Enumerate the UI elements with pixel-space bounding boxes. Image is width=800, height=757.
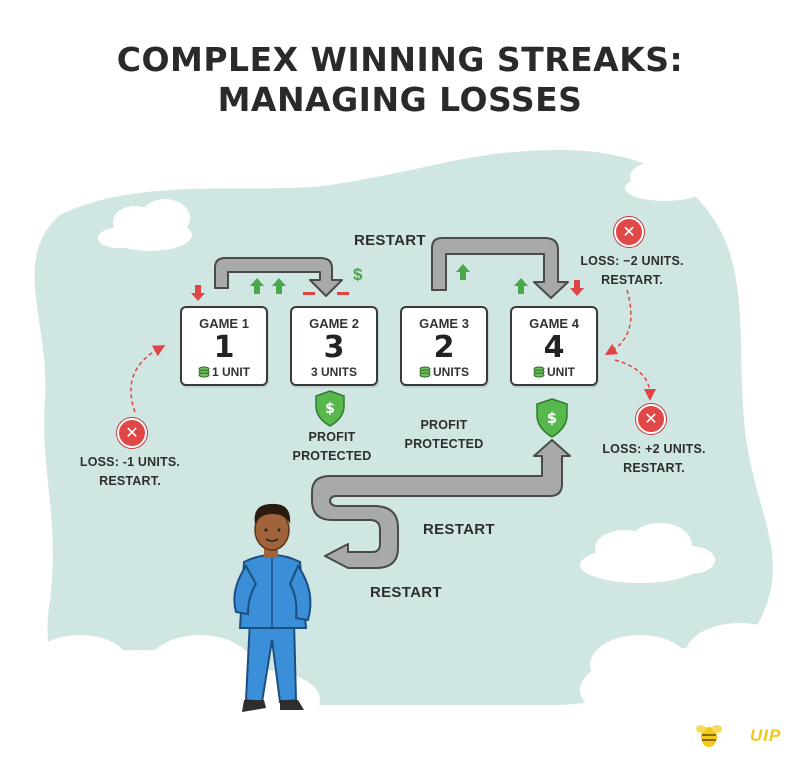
profit-protected-label-2: PROFIT PROTECTED — [404, 418, 484, 451]
bee-logo-icon — [696, 725, 722, 747]
x-circle-icon: ✕ — [636, 404, 666, 434]
restart-arrow-top-left — [214, 257, 343, 297]
cloud-icon — [0, 623, 800, 757]
game-unit: UNITS — [402, 365, 486, 379]
arrow-up-icon — [250, 264, 528, 294]
dollar-sign-icon: $ — [353, 265, 363, 284]
loss-label-top-right: LOSS: −2 UNITS. RESTART. — [580, 254, 684, 287]
game-name: GAME 3 — [419, 316, 469, 331]
x-circle-icon: ✕ — [117, 418, 147, 448]
game-name: GAME 4 — [529, 316, 579, 331]
cloud-icon — [625, 156, 705, 201]
loss-connector-left — [130, 345, 166, 413]
x-circle-icon: ✕ — [614, 217, 644, 247]
game-card-1: GAME 1 1 1 UNIT — [180, 306, 268, 386]
loss-label-left: LOSS: -1 UNITS. RESTART. — [79, 455, 181, 488]
restart-arrow-top-right — [431, 237, 569, 299]
restart-arrow-snake — [311, 439, 571, 569]
game-card-2: GAME 2 3 3 UNITS — [290, 306, 378, 386]
restart-label-top: RESTART — [354, 232, 426, 249]
restart-label-middle: RESTART — [423, 521, 495, 538]
cloud-icon — [580, 523, 715, 583]
game-number: 1 — [213, 330, 235, 365]
arrow-down-icon — [191, 280, 584, 301]
game-name: GAME 1 — [199, 316, 249, 331]
game-number: 2 — [433, 330, 455, 365]
coin-stack-icon — [419, 366, 431, 378]
game-unit-label: UNIT — [547, 365, 575, 379]
game-card-3: GAME 3 2 UNITS — [400, 306, 488, 386]
svg-text:$: $ — [547, 409, 557, 427]
restart-label-bottom: RESTART — [370, 584, 442, 601]
cloud-icon — [98, 199, 192, 251]
loss-label-right: LOSS: +2 UNITS. RESTART. — [602, 442, 706, 475]
game-unit: 1 UNIT — [182, 365, 266, 379]
page-subtitle: MANAGING LOSSES — [217, 80, 583, 119]
coin-stack-icon — [198, 366, 210, 378]
game-unit-label: UNITS — [433, 365, 469, 379]
game-number: 4 — [543, 330, 565, 365]
loss-connector-top-right — [604, 289, 632, 355]
game-name: GAME 2 — [309, 316, 359, 331]
person-illustration — [233, 503, 312, 712]
profit-protected-label-1: PROFIT PROTECTED — [292, 430, 372, 463]
shield-dollar-icon: $ — [315, 390, 345, 427]
game-card-4: GAME 4 4 UNIT — [510, 306, 598, 386]
shield-dollar-icon: $ — [536, 398, 568, 438]
brand-text: UIP — [750, 726, 782, 745]
game-unit-label: 1 UNIT — [211, 365, 250, 379]
game-unit-label: 3 UNITS — [310, 365, 357, 379]
game-unit: 3 UNITS — [292, 365, 376, 379]
coin-stack-icon — [533, 366, 545, 378]
page-title: COMPLEX WINNING STREAKS: — [116, 40, 684, 79]
loss-connector-right — [614, 359, 656, 401]
game-unit: UNIT — [512, 365, 596, 379]
game-number: 3 — [323, 330, 345, 365]
svg-text:$: $ — [325, 401, 335, 417]
